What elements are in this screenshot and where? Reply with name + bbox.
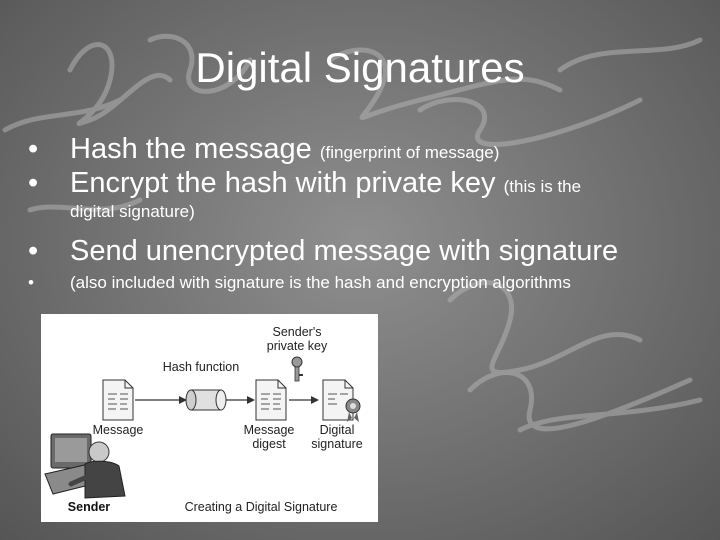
slide-title: Digital Signatures	[195, 44, 525, 91]
arrow-icon	[226, 396, 255, 404]
bullet-send-message: • Send unencrypted message with signatur…	[28, 234, 708, 268]
hash-function-label: Hash function	[162, 360, 240, 374]
bullet-also-included: • (also included with signature is the h…	[28, 273, 708, 293]
bullet-list: • Hash the message (fingerprint of messa…	[28, 132, 708, 293]
bullet-main-text: Hash the message	[70, 133, 312, 165]
bullet-note: (fingerprint of message)	[319, 143, 500, 162]
bullet-hash-message: • Hash the message (fingerprint of messa…	[28, 132, 708, 166]
bullet-symbol: •	[28, 272, 34, 292]
message-document-icon	[102, 379, 134, 421]
label-line: private key	[266, 338, 328, 353]
bullet-note: (this is the	[503, 177, 582, 197]
label-line: Message	[243, 423, 295, 437]
digital-signature-diagram: Sender's private key Hash function Messa…	[41, 314, 378, 522]
label-line: Sender's	[272, 325, 322, 339]
bullet-main-text: Send unencrypted message with signature	[70, 235, 619, 268]
message-digest-document-icon	[255, 379, 287, 421]
arrow-icon	[135, 396, 187, 404]
hash-function-cylinder-icon	[185, 389, 227, 411]
bullet-encrypt-hash: • Encrypt the hash with private key (thi…	[28, 166, 708, 222]
message-digest-label: Message digest	[237, 423, 301, 452]
label-line: signature	[311, 436, 363, 451]
diagram-caption: Creating a Digital Signature	[184, 500, 338, 514]
label-line: Digital	[319, 423, 355, 437]
sender-at-computer-icon	[44, 433, 126, 499]
bullet-main-text: Encrypt the hash with private key	[70, 167, 496, 200]
bullet-symbol: •	[28, 167, 39, 200]
bullet-main-text: (also included with signature is the has…	[70, 272, 571, 292]
bullet-note-continued: digital signature)	[70, 202, 195, 222]
message-label: Message	[92, 423, 144, 437]
digital-signature-document-icon	[322, 379, 361, 422]
private-key-icon	[291, 356, 303, 382]
digital-signature-label: Digital signature	[305, 423, 369, 452]
sender-label: Sender	[67, 500, 111, 514]
senders-private-key-label: Sender's private key	[262, 325, 332, 354]
label-line: digest	[252, 436, 286, 451]
bullet-symbol: •	[28, 235, 39, 268]
arrow-icon	[289, 396, 319, 404]
bullet-symbol: •	[28, 133, 39, 165]
